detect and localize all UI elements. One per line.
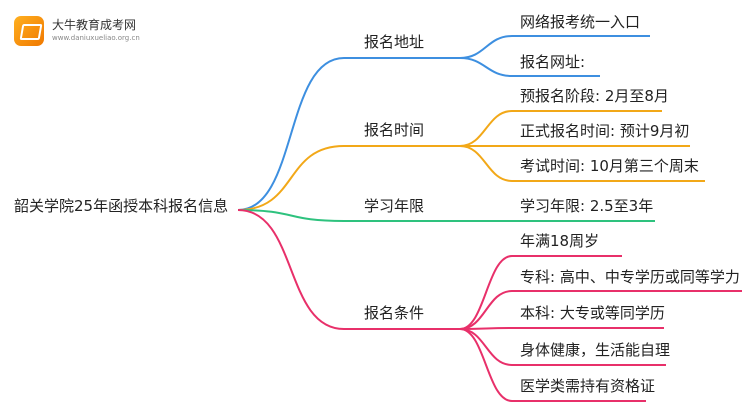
leaf-connector — [459, 328, 646, 402]
leaf-label: 考试时间: 10月第三个周末 — [520, 157, 699, 175]
leaf-connector — [459, 327, 664, 330]
logo-book-icon — [14, 16, 44, 46]
branch-label: 报名时间 — [364, 121, 425, 139]
branch-label: 学习年限 — [364, 197, 425, 215]
branch-connector — [237, 209, 460, 330]
branch-connector — [237, 209, 460, 222]
leaf-label: 医学类需持有资格证 — [520, 377, 656, 395]
leaf-label: 本科: 大专或等同学历 — [520, 304, 665, 322]
leaf-connector — [459, 290, 742, 330]
root-topic: 韶关学院25年函授本科报名信息 — [14, 197, 229, 215]
leaf-connector — [459, 110, 662, 147]
leaf-connector — [459, 57, 600, 77]
leaf-label: 正式报名时间: 预计9月初 — [520, 122, 690, 140]
branch-label: 报名地址 — [364, 33, 425, 51]
leaf-connector — [459, 328, 666, 366]
leaf-label: 专科: 高中、中专学历或同等学力 — [520, 268, 740, 286]
logo-name: 大牛教育成考网 — [52, 18, 137, 32]
leaf-connector — [459, 145, 705, 182]
leaf-label: 年满18周岁 — [520, 232, 600, 250]
branch-connector — [237, 57, 460, 211]
leaf-label: 学习年限: 2.5至3年 — [520, 197, 654, 215]
leaf-connector — [459, 35, 650, 59]
site-logo: 大牛教育成考网 www.daniuxueliao.org.cn — [14, 14, 174, 50]
leaf-label: 身体健康，生活能自理 — [520, 341, 671, 359]
logo-url: www.daniuxueliao.org.cn — [52, 34, 140, 42]
branch-label: 报名条件 — [364, 304, 425, 322]
leaf-label: 预报名阶段: 2月至8月 — [520, 87, 669, 105]
leaf-label: 报名网址: — [520, 53, 586, 71]
leaf-label: 网络报考统一入口 — [520, 13, 641, 31]
leaf-connector — [459, 255, 622, 330]
branch-connector — [237, 145, 460, 211]
